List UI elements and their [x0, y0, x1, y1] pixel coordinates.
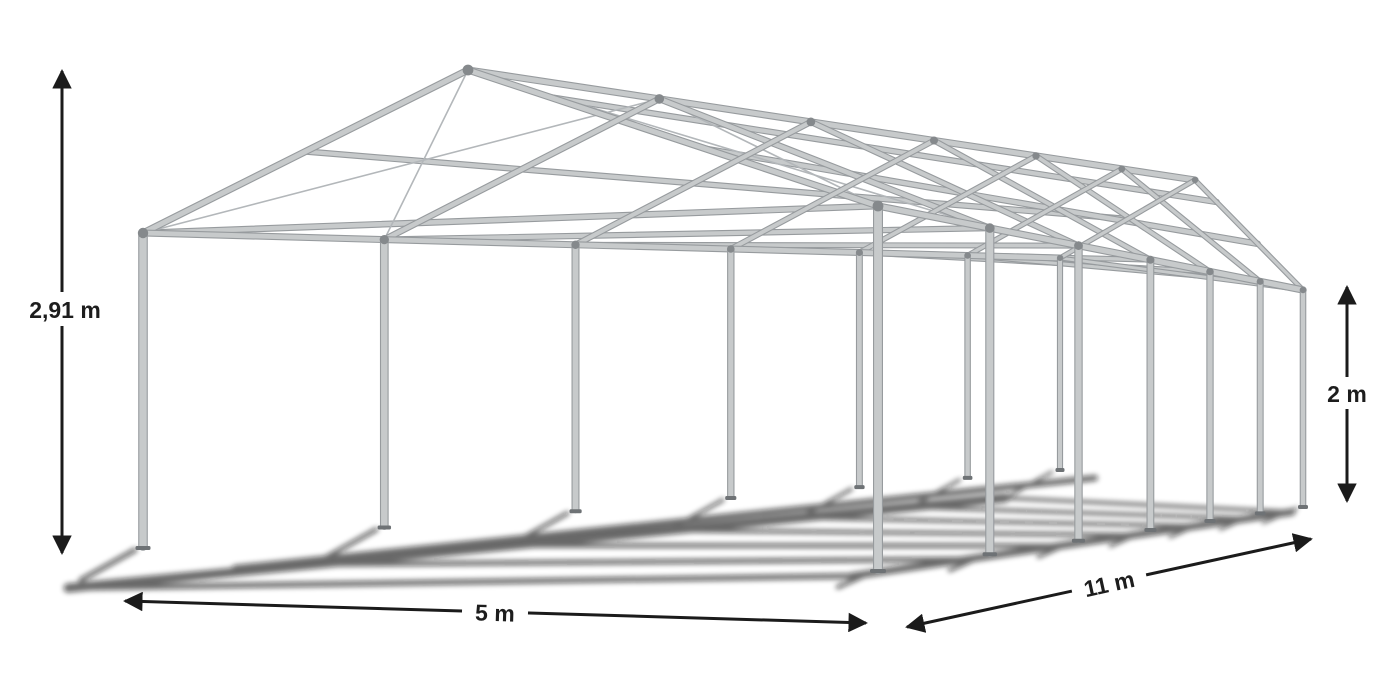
eave-joint: [964, 252, 971, 259]
eave-cross-tie: [382, 226, 992, 242]
leg-base-plate: [1254, 511, 1266, 516]
side-height-label-text: 2 m: [1327, 381, 1367, 407]
leg-base-plate: [1204, 519, 1216, 523]
shadow-leg: [996, 470, 1054, 504]
eave-joint: [1074, 241, 1083, 250]
rafter-left: [573, 119, 813, 247]
ridge-joint: [654, 94, 665, 104]
leg-base-plate: [1071, 538, 1086, 543]
dimension-annotations: 2,91 m 2 m 5 m 11 m: [15, 69, 1381, 633]
shadow-left-eave: [63, 493, 1010, 593]
shadow-leg: [1218, 513, 1256, 531]
shadow-leg: [835, 569, 875, 590]
eave-joint: [872, 200, 884, 212]
leg-base-plate: [569, 509, 582, 514]
roof-brace: [142, 98, 661, 234]
ridge-height-label-text: 2,91 m: [29, 297, 101, 323]
shadow-leg: [78, 547, 138, 583]
leg-base-plate: [854, 485, 865, 490]
shadow-frame: [65, 573, 855, 591]
ridge-joint: [1118, 165, 1126, 173]
rafter-left: [857, 154, 1038, 255]
rafter-left: [382, 96, 662, 242]
length-label-bg: [1069, 560, 1149, 606]
side-height-label: 2 m: [1313, 377, 1381, 409]
width-label: 5 m: [461, 595, 529, 629]
shadow-ridge: [232, 475, 1098, 571]
eave-joint: [137, 227, 149, 239]
width-label-bg: [461, 595, 529, 629]
eave-joint: [1057, 255, 1063, 261]
eave-joint: [571, 240, 580, 249]
shadow-leg: [320, 527, 379, 562]
eave-joint: [1146, 255, 1155, 264]
rafter-right: [1120, 167, 1262, 284]
rafter-right: [1034, 154, 1212, 274]
shadow-frame: [312, 556, 971, 567]
side-height-label-bg: [1313, 377, 1381, 409]
leg-base-plate: [135, 546, 151, 550]
eave-joint: [1206, 267, 1214, 276]
ridge-joint: [1032, 152, 1040, 160]
gable-brace: [383, 69, 469, 241]
length-label: 11 m: [1069, 560, 1149, 606]
leg-base-plate: [870, 569, 886, 573]
shadow-leg: [666, 498, 725, 532]
eave-joint: [727, 245, 735, 253]
rafter-right: [932, 138, 1153, 262]
eave-joint: [984, 223, 995, 233]
ridge-joint: [930, 136, 938, 145]
leg-base-plate: [377, 525, 392, 530]
eave-joint: [379, 234, 389, 245]
eave-joint: [855, 249, 863, 256]
rafter-left: [140, 67, 471, 236]
shadow-leg: [795, 487, 854, 521]
rafter-right: [465, 67, 881, 209]
leg-base-plate: [1144, 528, 1157, 532]
ridge-joint: [806, 117, 816, 127]
leg-base-plate: [1055, 468, 1065, 472]
shadow-frame: [798, 515, 1198, 528]
width-label-text: 5 m: [475, 599, 515, 626]
shadow-leg: [511, 511, 570, 546]
rafter-right: [808, 119, 1081, 248]
eave-joint: [1299, 286, 1307, 294]
rafter-right: [1193, 178, 1305, 292]
leg-base-plate: [982, 552, 998, 557]
rafter-right: [657, 96, 993, 231]
shadow-frame: [666, 528, 1137, 538]
ridge-joint: [462, 64, 474, 76]
eave-joint: [1256, 278, 1264, 285]
shadow-leg: [1261, 506, 1299, 525]
tent-frame: [135, 64, 1308, 574]
ridge-joint: [1191, 176, 1199, 184]
ridge-height-label: 2,91 m: [15, 292, 115, 326]
ridge-height-label-bg: [15, 292, 115, 326]
rafter-left: [728, 138, 936, 251]
leg-base-plate: [1298, 505, 1308, 509]
leg-base-plate: [725, 496, 737, 500]
shadow-leg: [903, 478, 962, 512]
eave-cross-tie: [140, 203, 881, 236]
leg-base-plate: [962, 475, 973, 480]
